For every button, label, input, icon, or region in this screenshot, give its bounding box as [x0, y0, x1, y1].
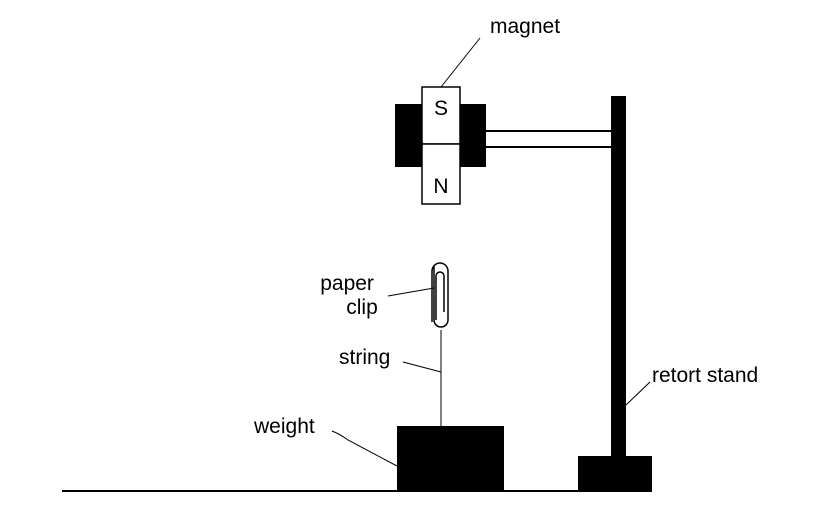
magnet-north-pole	[421, 143, 461, 205]
retort-stand-label: retort stand	[652, 364, 758, 387]
clamp-arm	[484, 130, 611, 148]
retort-stand-base	[578, 456, 652, 492]
bar-magnet: S N	[421, 86, 461, 205]
retort-stand-leader-line	[625, 381, 651, 406]
weight-leader-line	[331, 430, 398, 467]
paper-clip-label: paper clip	[320, 272, 380, 319]
magnet-south-pole	[421, 86, 461, 145]
string-label: string	[339, 346, 390, 369]
retort-stand	[578, 96, 652, 492]
paper-clip-label-line2: clip	[346, 296, 378, 319]
string-leader-line	[402, 361, 442, 373]
retort-stand-rod	[611, 96, 626, 458]
magnet-leader-line	[440, 37, 481, 88]
paper-clip-label-line1: paper	[320, 272, 374, 295]
clamp-jaw-right	[458, 104, 486, 167]
weight-block	[397, 426, 504, 492]
magnet-south-label: S	[434, 97, 448, 120]
paper-clip	[431, 262, 449, 328]
paper-clip-leader-line	[387, 287, 435, 297]
magnet-label: magnet	[490, 15, 560, 38]
magnet-north-label: N	[433, 175, 448, 198]
clamp-jaw-left	[395, 104, 425, 167]
weight-label: weight	[253, 415, 315, 438]
